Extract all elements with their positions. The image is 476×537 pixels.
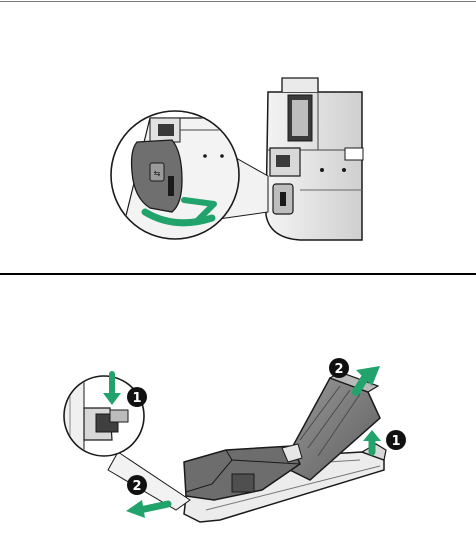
slide-out-arrow [126,500,168,518]
svg-text:2: 2 [334,362,343,377]
svg-text:⇆: ⇆ [154,169,161,178]
svg-text:1: 1 [132,391,141,406]
magnified-latch-detail [60,374,144,456]
zoom-callout-beam-bottom [108,452,190,510]
step-marker-2-slide: 2 [127,475,147,495]
step-marker-1-latch: 1 [127,387,147,407]
svg-text:2: 2 [132,479,141,494]
step-marker-2-lift: 2 [329,358,349,378]
svg-text:1: 1 [391,434,400,449]
step-marker-1-release: 1 [386,430,406,450]
camera-body-illustration [266,78,363,240]
